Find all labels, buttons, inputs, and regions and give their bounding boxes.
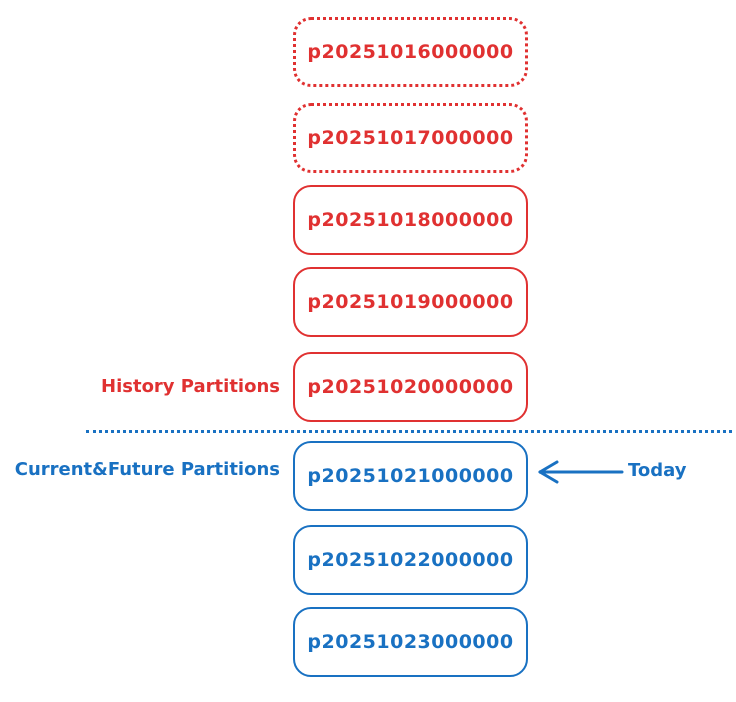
current-future-partitions-label: Current&Future Partitions <box>14 459 280 480</box>
partition-name: p20251017000000 <box>307 127 514 149</box>
history-partitions-label: History Partitions <box>101 376 280 397</box>
partition-name: p20251019000000 <box>307 291 514 313</box>
partition-name: p20251020000000 <box>307 376 514 398</box>
today-label: Today <box>628 460 687 481</box>
partition-name: p20251016000000 <box>307 41 514 63</box>
partition-box: p20251020000000 <box>293 352 528 422</box>
partition-name: p20251022000000 <box>307 549 514 571</box>
partition-box: p20251018000000 <box>293 185 528 255</box>
today-arrow-icon <box>538 460 624 484</box>
partition-box: p20251023000000 <box>293 607 528 677</box>
partition-box: p20251019000000 <box>293 267 528 337</box>
partition-name: p20251021000000 <box>307 465 514 487</box>
partition-name: p20251018000000 <box>307 209 514 231</box>
partition-box: p20251022000000 <box>293 525 528 595</box>
history-current-divider <box>86 430 732 433</box>
partition-name: p20251023000000 <box>307 631 514 653</box>
partition-box-today: p20251021000000 <box>293 441 528 511</box>
partition-box: p20251017000000 <box>293 103 528 173</box>
partition-box: p20251016000000 <box>293 17 528 87</box>
